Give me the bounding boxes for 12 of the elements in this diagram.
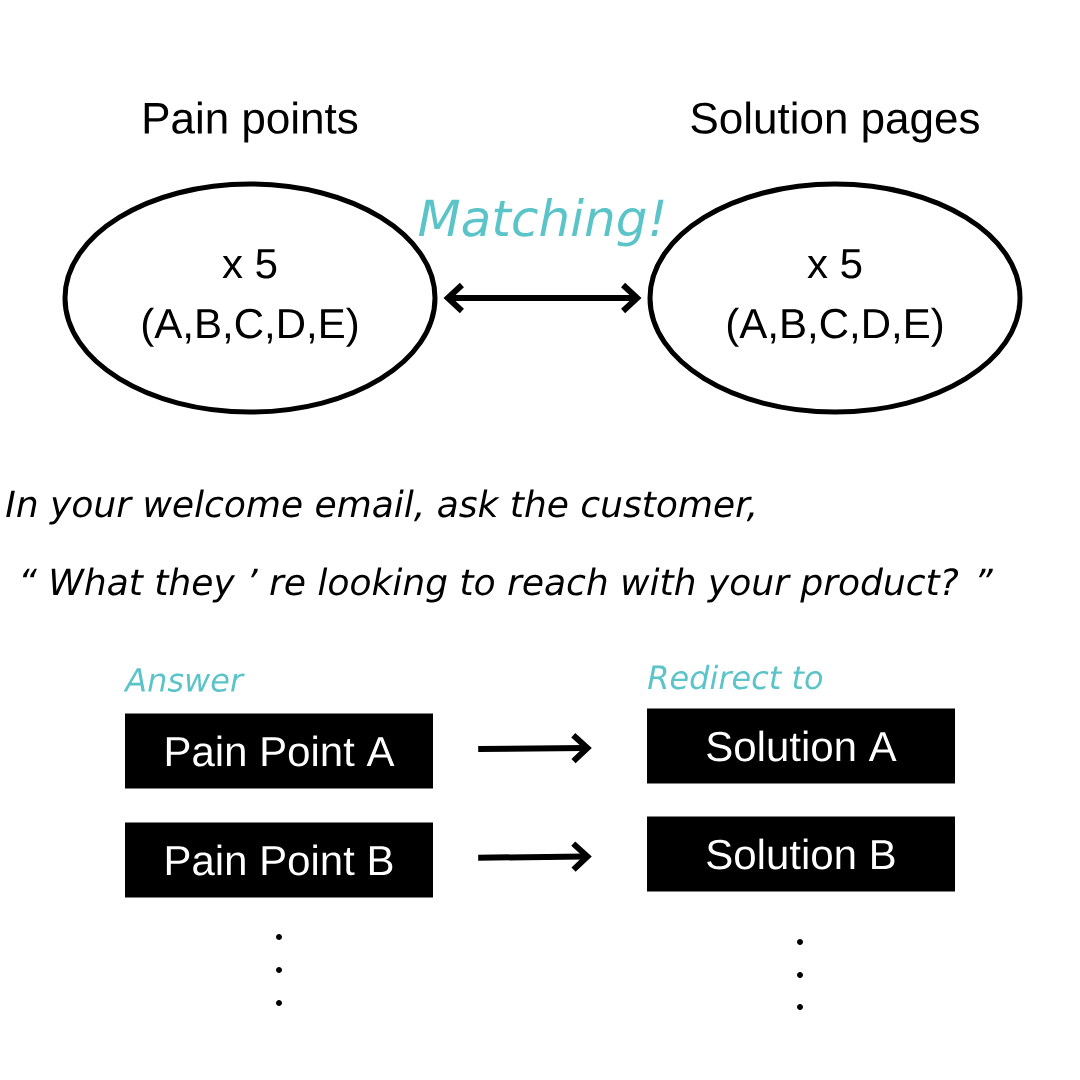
label-box: Pain Point A [125,713,433,789]
arrow [443,282,642,314]
arrow [478,841,592,872]
edge-label: Matching! [418,198,664,247]
label-box: Pain Point B [125,822,433,898]
ellipse-caption: Solution pages [691,101,979,143]
handwritten-quote: “ What they ’ re looking to reach with your product? ” [22,567,993,603]
label-box: Solution A [647,708,955,784]
handwritten-note: In your welcome email, ask the customer, [6,489,754,525]
label-box: Solution B [647,816,955,892]
ellipse-caption: Pain points [144,101,358,143]
arrow [478,732,592,764]
